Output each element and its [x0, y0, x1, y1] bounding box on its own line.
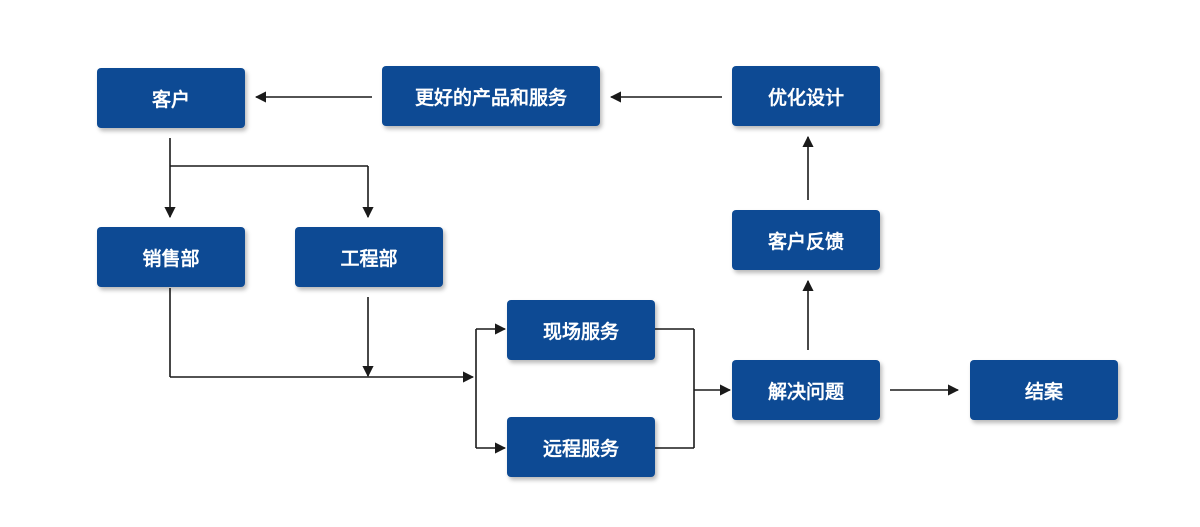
node-optimize-design: 优化设计: [732, 66, 880, 126]
node-remote-service: 远程服务: [507, 417, 655, 477]
node-customer-feedback: 客户反馈: [732, 210, 880, 270]
node-solve-problem: 解决问题: [732, 360, 880, 420]
node-better-products: 更好的产品和服务: [382, 66, 600, 126]
node-engineering: 工程部: [295, 227, 443, 287]
node-sales: 销售部: [97, 227, 245, 287]
node-close-case: 结案: [970, 360, 1118, 420]
node-customer: 客户: [97, 68, 245, 128]
node-onsite-service: 现场服务: [507, 300, 655, 360]
